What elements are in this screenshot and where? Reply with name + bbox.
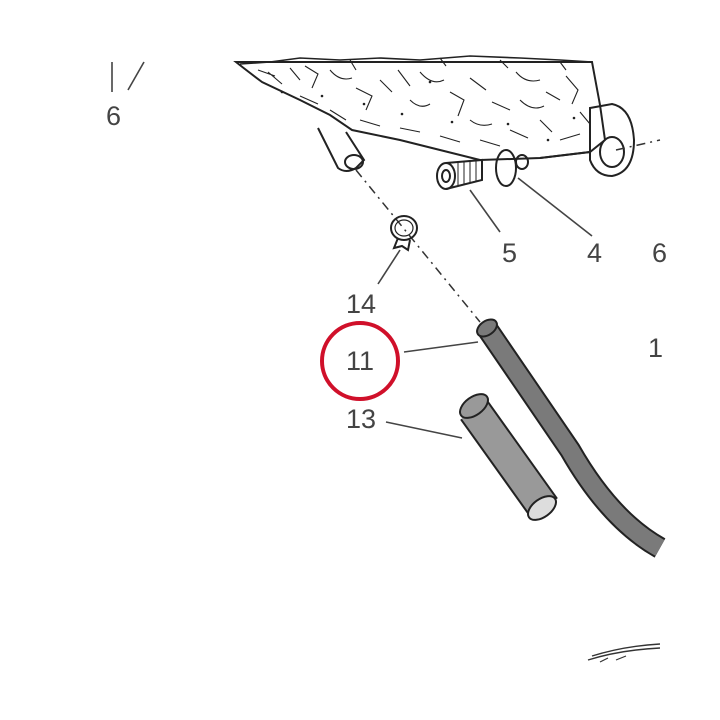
callout-5: 5 — [502, 238, 517, 268]
leader-lines — [111, 61, 593, 439]
callout-6-left: 6 — [106, 101, 121, 131]
partial-wheel-arc — [587, 643, 661, 663]
frame-bracket — [233, 55, 636, 178]
callout-11: 11 — [346, 346, 374, 376]
bolt — [436, 158, 483, 190]
callout-13: 13 — [346, 404, 376, 434]
callout-1: 1 — [648, 333, 663, 363]
centerlines — [355, 139, 661, 323]
callout-4: 4 — [587, 238, 602, 268]
callout-14: 14 — [346, 289, 376, 319]
sleeve — [459, 393, 558, 521]
washer — [495, 149, 529, 187]
clip — [390, 215, 418, 252]
hose — [476, 318, 666, 558]
highlight-ring — [320, 321, 400, 401]
callout-6-right: 6 — [652, 238, 667, 268]
